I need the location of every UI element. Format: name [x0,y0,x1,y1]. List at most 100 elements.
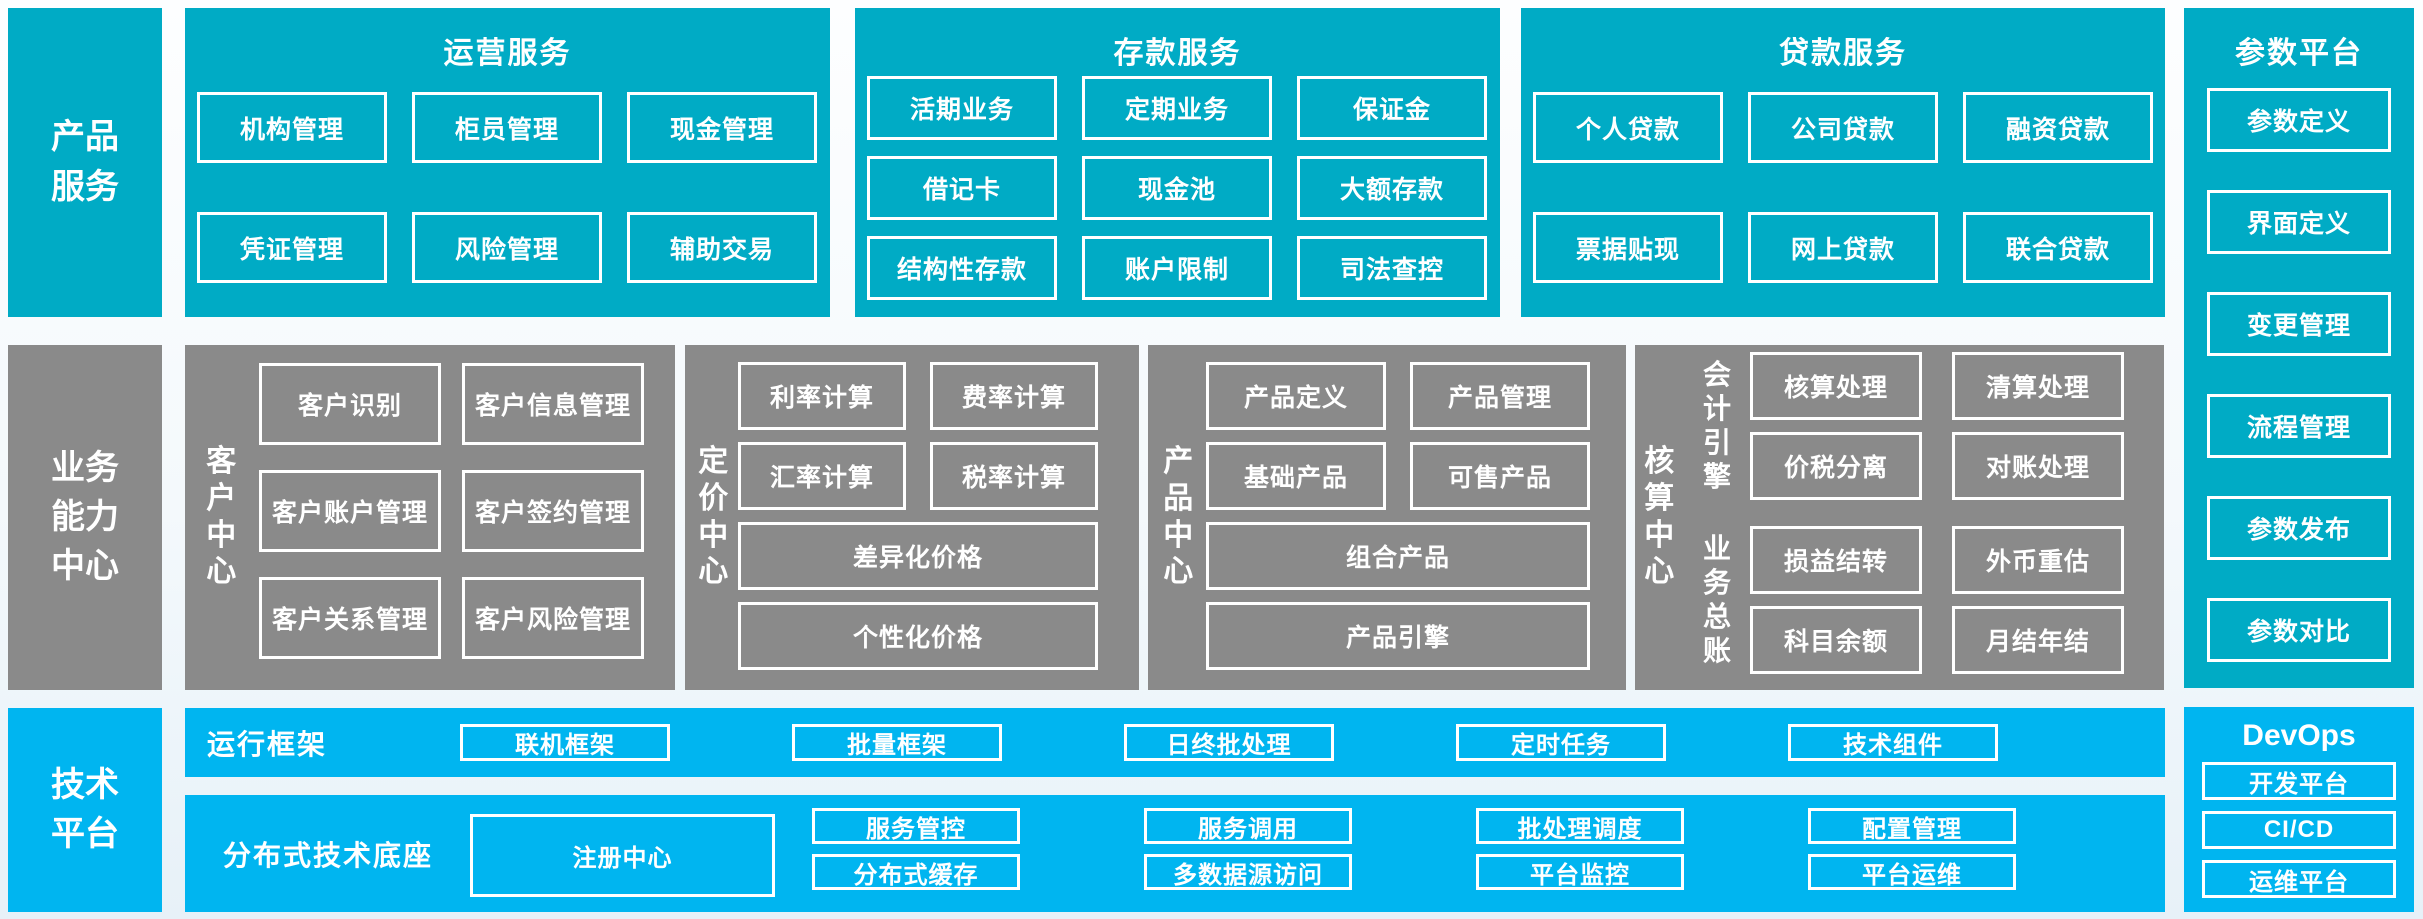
business-ledger-box: 月结年结 [1952,606,2124,674]
customer-center-side: 客户中心 [205,345,237,690]
distributed-box: 配置管理 [1808,808,2016,844]
operations-box: 凭证管理 [197,212,387,283]
runtime-framework-label: 运行框架 [207,728,328,760]
business-ledger-box: 科目余额 [1750,606,1922,674]
accounting-engine-box: 价税分离 [1750,432,1922,500]
customer-box: 客户识别 [259,363,441,445]
parameter-boxes: 参数定义界面定义变更管理流程管理参数发布参数对比 [2207,88,2391,662]
operations-box: 现金管理 [627,92,817,163]
product-bars: 组合产品产品引擎 [1206,522,1590,670]
loan-boxes: 个人贷款公司贷款融资贷款票据贴现网上贷款联合贷款 [1533,92,2154,283]
product-boxes: 产品定义产品管理基础产品可售产品 [1206,362,1590,510]
operations-box: 风险管理 [412,212,602,283]
rail-product-services-label: 产品服务 [50,118,119,206]
accounting-engine-box: 清算处理 [1952,352,2124,420]
accounting-engine-box: 对账处理 [1952,432,2124,500]
panel-operations-services: 运营服务 机构管理柜员管理现金管理凭证管理风险管理辅助交易 [185,8,830,317]
business-ledger-box: 损益结转 [1750,526,1922,594]
customer-box: 客户关系管理 [259,577,441,659]
distributed-box: 平台监控 [1476,854,1684,890]
product-center-side: 产品中心 [1162,345,1194,690]
parameter-box: 参数对比 [2207,598,2391,662]
panel-product-center: 产品中心 产品定义产品管理基础产品可售产品 组合产品产品引擎 [1148,345,1626,690]
panel-parameter-platform: 参数平台 参数定义界面定义变更管理流程管理参数发布参数对比 [2184,8,2414,688]
deposit-box: 活期业务 [867,76,1057,140]
rail-technology-platform: 技术平台 [8,708,162,912]
panel-accounting-center: 核算中心 会计引擎 核算处理清算处理价税分离对账处理 业务总账 损益结转外币重估… [1635,345,2164,690]
deposit-box: 大额存款 [1297,156,1487,220]
product-bar: 组合产品 [1206,522,1590,590]
band-distributed-base: 分布式技术底座 注册中心 服务管控服务调用批处理调度配置管理 分布式缓存 多数据源… [185,795,2165,912]
deposit-box: 借记卡 [867,156,1057,220]
loan-box: 个人贷款 [1533,92,1723,163]
deposit-box: 现金池 [1082,156,1272,220]
distributed-rows: 服务管控服务调用批处理调度配置管理 分布式缓存多数据源访问平台监控平台运维 [812,808,2016,890]
panel-loan-title: 贷款服务 [1779,37,1907,70]
accounting-center-side: 核算中心 [1643,345,1675,690]
customer-boxes: 客户识别客户信息管理客户账户管理客户签约管理客户关系管理客户风险管理 [259,363,644,659]
customer-center-label: 客户中心 [206,445,237,589]
business-ledger-side: 业务总账 [1697,526,1737,674]
deposit-box: 司法查控 [1297,236,1487,300]
business-ledger-label: 业务总账 [1702,532,1731,667]
accounting-engine-side: 会计引擎 [1697,352,1737,500]
customer-box: 客户账户管理 [259,470,441,552]
deposit-box: 定期业务 [1082,76,1272,140]
customer-box: 客户信息管理 [462,363,644,445]
pricing-box: 利率计算 [738,362,906,430]
runtime-box: 日终批处理 [1124,724,1334,761]
runtime-box: 技术组件 [1788,724,1998,761]
pricing-center-side: 定价中心 [697,345,729,690]
runtime-boxes: 联机框架批量框架日终批处理定时任务技术组件 [460,724,2000,761]
distributed-row-2: 分布式缓存多数据源访问平台监控平台运维 [812,854,2016,890]
product-box: 产品管理 [1410,362,1590,430]
operations-box: 辅助交易 [627,212,817,283]
parameter-box: 变更管理 [2207,292,2391,356]
panel-pricing-center: 定价中心 利率计算费率计算汇率计算税率计算 差异化价格个性化价格 [685,345,1139,690]
distributed-box: 分布式缓存 [812,854,1020,890]
runtime-box: 联机框架 [460,724,670,761]
business-ledger-box: 外币重估 [1952,526,2124,594]
product-box: 基础产品 [1206,442,1386,510]
runtime-box: 定时任务 [1456,724,1666,761]
loan-box: 票据贴现 [1533,212,1723,283]
loan-box: 公司贷款 [1748,92,1938,163]
accounting-center-label: 核算中心 [1644,445,1675,589]
pricing-bar: 个性化价格 [738,602,1098,670]
panel-deposit-title: 存款服务 [1113,37,1242,70]
accounting-engine-box: 核算处理 [1750,352,1922,420]
operations-boxes: 机构管理柜员管理现金管理凭证管理风险管理辅助交易 [197,92,818,283]
parameter-box: 界面定义 [2207,190,2391,254]
business-ledger-boxes: 损益结转外币重估科目余额月结年结 [1750,526,2124,674]
devops-boxes: 开发平台 CI/CD 运维平台 [2202,762,2396,898]
deposit-box: 账户限制 [1082,236,1272,300]
rail-product-services: 产品服务 [8,8,162,317]
parameter-box: 流程管理 [2207,394,2391,458]
deposit-box: 保证金 [1297,76,1487,140]
distributed-base-label: 分布式技术底座 [223,839,434,871]
distributed-row-1: 服务管控服务调用批处理调度配置管理 [812,808,2016,844]
panel-loan-services: 贷款服务 个人贷款公司贷款融资贷款票据贴现网上贷款联合贷款 [1521,8,2165,317]
panel-operations-title: 运营服务 [443,37,572,70]
devops-box: 开发平台 [2202,762,2396,800]
deposit-boxes: 活期业务定期业务保证金借记卡现金池大额存款结构性存款账户限制司法查控 [867,76,1488,300]
band-runtime-framework: 运行框架 联机框架批量框架日终批处理定时任务技术组件 [185,708,2165,777]
operations-box: 机构管理 [197,92,387,163]
operations-box: 柜员管理 [412,92,602,163]
panel-customer-center: 客户中心 客户识别客户信息管理客户账户管理客户签约管理客户关系管理客户风险管理 [185,345,675,690]
panel-deposit-services: 存款服务 活期业务定期业务保证金借记卡现金池大额存款结构性存款账户限制司法查控 [855,8,1500,317]
pricing-box: 汇率计算 [738,442,906,510]
loan-box: 网上贷款 [1748,212,1938,283]
distributed-box: 多数据源访问 [1144,854,1352,890]
product-box: 可售产品 [1410,442,1590,510]
devops-box: 运维平台 [2202,860,2396,898]
distributed-box: 服务调用 [1144,808,1352,844]
loan-box: 融资贷款 [1963,92,2153,163]
parameter-box: 参数定义 [2207,88,2391,152]
product-bar: 产品引擎 [1206,602,1590,670]
registry-center-box: 注册中心 [470,814,775,897]
product-box: 产品定义 [1206,362,1386,430]
devops-box: CI/CD [2202,811,2396,849]
